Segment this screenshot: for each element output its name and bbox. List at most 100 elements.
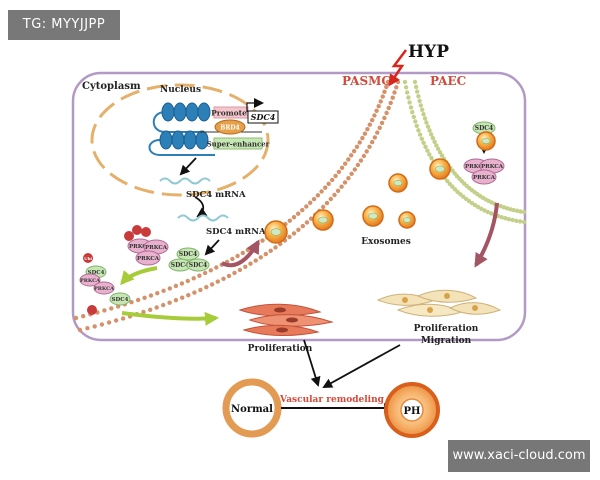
membrane-bead (434, 143, 439, 148)
exosome-cargo (318, 216, 328, 224)
endothelial-cells-icon (376, 289, 502, 317)
membrane-bead (402, 79, 408, 85)
exosome-release-arrow (221, 239, 260, 268)
ph-label: PH (404, 406, 421, 417)
membrane-bead (421, 140, 426, 145)
membrane-bead (439, 153, 445, 158)
membrane-bead (378, 99, 383, 104)
cell-outline (71, 71, 527, 342)
ubi-icon (87, 305, 97, 315)
sdc4-gene-label: SDC4 (251, 112, 276, 122)
membrane-bead (386, 105, 391, 111)
membrane-bead (380, 94, 385, 99)
normal-vessel-icon (222, 378, 282, 438)
membrane-bead (167, 300, 172, 305)
membrane-bead (287, 234, 292, 240)
membrane-bead (437, 150, 443, 155)
sdc4-protein-label: SDC4 (112, 297, 129, 303)
membrane-bead (202, 270, 208, 276)
membrane-bead (422, 116, 428, 121)
ubi-label: Ubi (84, 256, 92, 261)
membrane-bead (129, 300, 134, 305)
membrane-bead (304, 220, 310, 225)
paec-signal-arrow (474, 202, 499, 268)
prkca-protein-label: PRKCA (481, 164, 504, 170)
paec-label: PAEC (430, 74, 466, 88)
membrane-bead (180, 295, 185, 300)
membrane-bead (429, 155, 434, 161)
vascular-remodeling-label: Vascular remodeling (279, 395, 385, 405)
membrane-bead (106, 320, 112, 325)
membrane-bead (221, 276, 226, 281)
membrane-bead (376, 104, 381, 109)
membrane-bead (416, 128, 421, 133)
sdc4-protein-label: SDC4 (475, 125, 494, 132)
membrane-bead (445, 178, 450, 184)
membrane-bead (405, 90, 410, 95)
membrane-bead (109, 306, 114, 311)
membrane-bead (410, 110, 415, 115)
membrane-bead (296, 211, 301, 216)
sdc4-protein (176, 247, 200, 261)
prkca-protein (135, 250, 161, 266)
prkca-protein (93, 281, 115, 295)
membrane-bead (414, 123, 419, 129)
membrane-bead (141, 309, 146, 315)
membrane-bead (407, 100, 412, 105)
normal-label: Normal (231, 404, 273, 415)
membrane-bead (287, 218, 292, 223)
membrane-bead (311, 196, 317, 202)
membrane-bead (360, 135, 365, 141)
proliferation-right-label: Proliferation (414, 324, 479, 334)
super-enhancer-label: Super-enhancer (207, 140, 270, 149)
prkca-protein-label: PRKCA (145, 245, 168, 251)
membrane-bead (521, 219, 527, 225)
membrane-bead (204, 285, 209, 290)
membrane-bead (186, 293, 191, 298)
membrane-bead (155, 291, 160, 296)
exosome-cargo (368, 212, 378, 220)
membrane-bead (504, 206, 510, 211)
sdc4-gene-box (247, 110, 279, 124)
lightning-icon (388, 49, 407, 87)
exosome-cargo (435, 165, 445, 173)
membrane-bead (343, 161, 348, 166)
ubi-icon (83, 253, 93, 263)
membrane-bead (346, 157, 351, 162)
nucleus-label: Nucleus (160, 85, 201, 95)
cytoplasm-label: Cytoplasm (82, 81, 141, 92)
ubi-icon (124, 231, 134, 241)
membrane-bead (326, 181, 331, 186)
membrane-bead (296, 227, 301, 232)
membrane-bead (291, 215, 297, 220)
membrane-bead (354, 144, 360, 149)
membrane-bead (339, 184, 344, 189)
membrane-bead (395, 79, 401, 85)
membrane-bead (73, 315, 79, 321)
sdc4-protein (109, 292, 131, 306)
transcription-arrow (179, 157, 197, 176)
membrane-bead (384, 110, 389, 116)
membrane-bead (372, 135, 377, 140)
promoter-label: Promoter (211, 109, 252, 118)
membrane-bead (304, 204, 309, 209)
membrane-bead (411, 114, 416, 120)
prkca-protein (79, 273, 101, 287)
membrane-bead (424, 120, 429, 125)
membrane-bead (339, 165, 345, 170)
mrna-wave-2 (177, 214, 229, 222)
prkca-protein-label: PRKCA (94, 286, 114, 292)
membrane-bead (432, 139, 437, 144)
prkca-protein-label: PRKCA (129, 244, 152, 250)
membrane-bead (300, 223, 305, 229)
chromatin-icon (148, 102, 215, 156)
membrane-bead (357, 140, 362, 145)
membrane-bead (113, 318, 119, 323)
membrane-bead (358, 158, 364, 163)
membrane-bead (263, 251, 268, 257)
membrane-bead (120, 316, 126, 321)
membrane-bead (173, 298, 179, 303)
paec-to-remodeling-arrow (322, 344, 401, 388)
exosome-cargo (393, 180, 403, 187)
membrane-bead (346, 176, 351, 181)
